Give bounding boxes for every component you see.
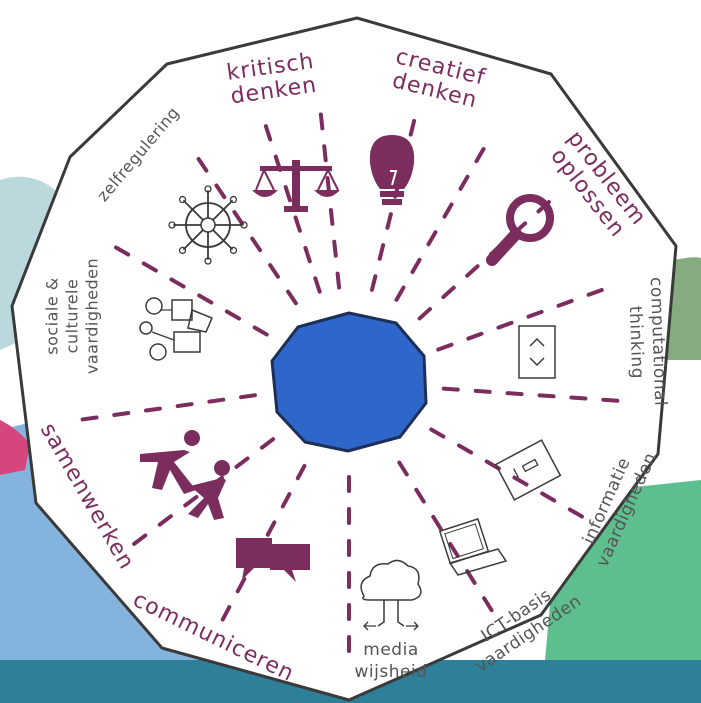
segment-label-line: vaardigheden <box>83 258 102 374</box>
spoke-line <box>436 282 619 352</box>
spoke-line <box>187 143 298 306</box>
segment-label-line: thinking <box>625 306 648 380</box>
spoke-line <box>397 460 503 626</box>
two-people-icon <box>140 430 230 520</box>
spoke-line <box>119 437 276 556</box>
scales-icon <box>252 160 340 212</box>
spokes <box>64 96 636 669</box>
spoke-line <box>441 386 636 404</box>
segment-label-line: computational <box>646 277 670 407</box>
document-icon <box>494 439 562 501</box>
segment-label-line: wijsheid <box>355 662 428 682</box>
pink-shape <box>0 420 30 475</box>
segment-label-line: media <box>363 640 418 660</box>
spoke-line <box>429 427 598 527</box>
lightbulb-icon <box>369 135 415 205</box>
segment-label-line: culturele <box>63 279 82 354</box>
spoke-line <box>64 393 257 424</box>
ship-wheel-icon <box>168 185 248 265</box>
segment-label-line: sociale & <box>43 277 62 355</box>
center-core <box>270 311 428 453</box>
speech-bubbles-icon <box>236 538 310 582</box>
laptop-icon <box>438 517 508 576</box>
icons <box>139 135 562 631</box>
people-network-icon <box>139 297 213 361</box>
spoke-line <box>369 103 420 292</box>
spoke-line <box>394 133 494 302</box>
cloud-legs-icon <box>360 559 422 631</box>
arrows-box-icon <box>518 325 556 379</box>
magnifier-icon <box>486 194 554 266</box>
spoke-line <box>100 237 269 337</box>
spoke-line <box>258 108 322 294</box>
